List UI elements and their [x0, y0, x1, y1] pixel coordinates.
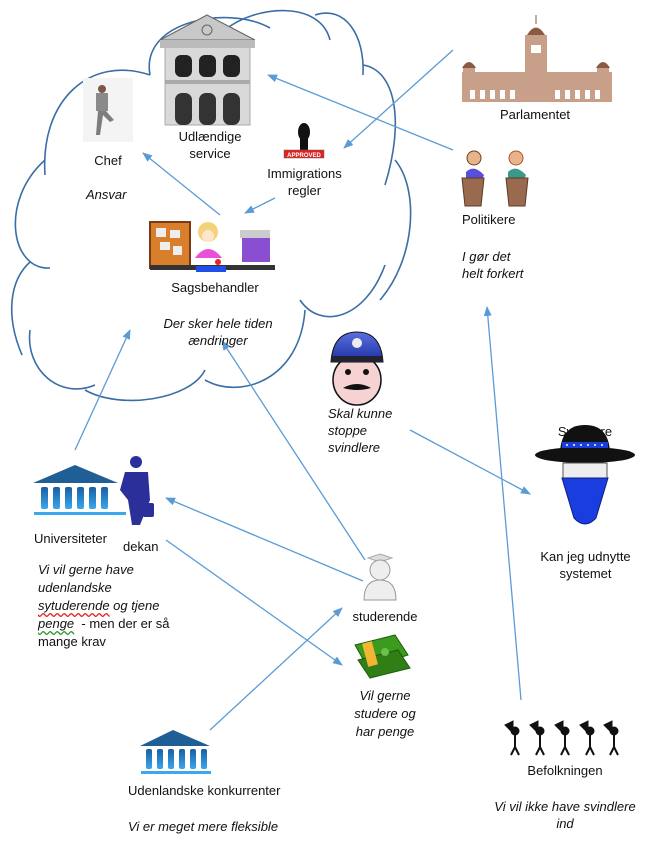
befolkningen-note: Vi vil ikke have svindlere ind [490, 798, 640, 832]
edge-konkurrenter-studerende [209, 607, 343, 731]
befolkningen-note-line1: Vi vil ikke have svindlere [494, 799, 636, 814]
svindlere-note-line1: Kan jeg udnytte [540, 549, 631, 564]
stamp-text: APPROVED [287, 153, 321, 159]
politicians-podium-icon [461, 150, 529, 207]
chef-label: Chef [94, 153, 122, 168]
businessman-photo [83, 78, 133, 142]
universiteter-note: Vi vil gerne have udenlandske sytuderend… [38, 561, 170, 651]
politi-note-line1: Skal kunne [328, 406, 393, 421]
parliament-building-icon [462, 15, 612, 102]
edge-befolkningen-politikere [483, 306, 522, 701]
government-building-icon [159, 14, 256, 126]
bandit-icon [535, 425, 635, 525]
edge-universiteter-sagsbehandler [74, 329, 131, 451]
sagsbehandler-note: Der sker hele tiden ændringer [148, 315, 288, 349]
universiteter-note-line2: udenlandske [38, 580, 112, 595]
svindlere-note: Kan jeg udnytte systemet [528, 548, 643, 582]
befolkningen-label: Befolkningen [527, 763, 603, 778]
immigration-label: Immigrations regler [262, 165, 347, 199]
universiteter-note-line3: og tjene [109, 598, 160, 613]
student-avatar-icon [363, 553, 397, 601]
arrows [74, 49, 531, 731]
immigration-label-line1: Immigrations [267, 166, 342, 181]
police-officer-icon [330, 331, 384, 406]
parlamentet-label: Parlamentet [499, 107, 571, 122]
politikere-note: I gør det helt forkert [462, 248, 523, 282]
universiteter-note-line1: Vi vil gerne have [38, 562, 134, 577]
grammar-flagged-word: penge [38, 616, 75, 631]
politikere-label: Politikere [462, 212, 516, 227]
cloud-outline [10, 9, 412, 402]
udlaendige-label-line1: Udlændige [178, 129, 242, 144]
konkurrenter-note: Vi er meget mere fleksible [128, 819, 279, 834]
immigration-label-line2: regler [287, 183, 322, 198]
edge-dekan-penge [165, 539, 343, 666]
politi-note: Skal kunne stoppe svindlere [328, 405, 392, 456]
edge-politikere-udlaendige [267, 74, 454, 151]
penge-note-line2: studere og [354, 706, 416, 721]
edge-studerende-dekan [165, 497, 364, 582]
dekan-label: dekan [123, 539, 159, 554]
udlaendige-label-line2: service [189, 146, 231, 161]
misspelled-word: sytuderende [38, 598, 110, 613]
svindlere-label: Svindlere [557, 424, 613, 439]
penge-note-line3: har penge [355, 724, 415, 739]
universiteter-note-line4: - men der er så [74, 616, 170, 631]
penge-note: Vil gerne studere og har penge [345, 687, 425, 741]
svindlere-note-line2: systemet [559, 566, 612, 581]
money-stack-icon [354, 634, 411, 679]
studerende-label: studerende [352, 609, 418, 624]
konkurrenter-label: Udenlandske konkurrenter [128, 783, 281, 798]
approved-stamp-icon: APPROVED [283, 123, 325, 159]
edge-politi-svindlere [409, 429, 531, 495]
universiteter-label: Universiteter [34, 531, 107, 546]
penge-note-line1: Vil gerne [359, 688, 411, 703]
protesters-megaphone-icon [504, 720, 619, 756]
edge-studerende-sagsbehandler [221, 340, 366, 561]
office-worker-icon [149, 221, 275, 272]
sagsbehandler-note-line1: Der sker hele tiden [163, 316, 273, 331]
befolkningen-note-line2: ind [556, 816, 574, 831]
chef-note: Ansvar [86, 187, 127, 202]
edge-sagsbehandler-chef [142, 152, 221, 216]
edge-parlamentet-immigration [343, 49, 454, 149]
politikere-note-line2: helt forkert [462, 266, 524, 281]
udlaendige-label: Udlændige service [165, 128, 255, 162]
university-building-icon [33, 465, 126, 515]
politikere-note-line1: I gør det [462, 249, 511, 264]
sagsbehandler-note-line2: ændringer [188, 333, 248, 348]
university-building-icon [140, 730, 211, 774]
universiteter-note-line5: mange krav [38, 634, 106, 649]
politi-note-line3: svindlere [328, 440, 381, 455]
edge-immigration-sagsbehandler [244, 197, 276, 214]
sagsbehandler-label: Sagsbehandler [171, 280, 259, 295]
dean-silhouette-icon [120, 456, 154, 525]
politi-note-line2: stoppe [328, 423, 368, 438]
